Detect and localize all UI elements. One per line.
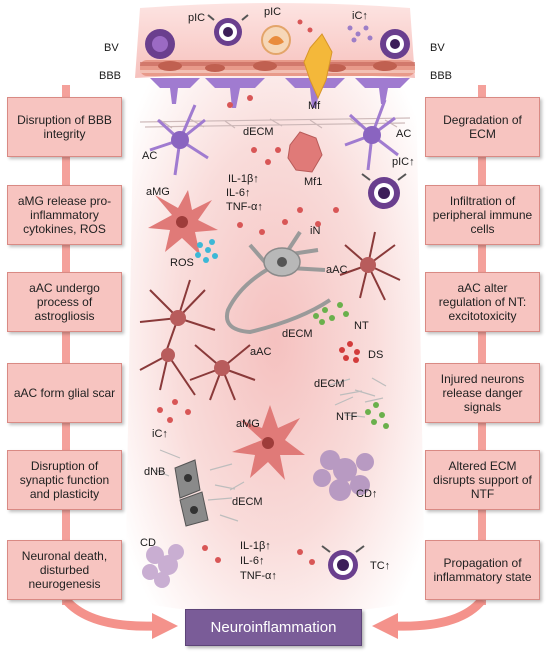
immune-cell-left — [145, 29, 175, 59]
label-decm-top: dECM — [243, 126, 274, 138]
left-arrow-to-neuroinflammation — [62, 596, 156, 631]
label-bbb-left: BBB — [99, 70, 122, 82]
label-ac-left: AC — [142, 150, 158, 162]
label-cytokine-2c: TNF-α↑ — [240, 570, 277, 582]
label-ac-right: AC — [396, 128, 412, 140]
label-pic-1: pIC — [188, 12, 206, 24]
microglia-amg-mid — [232, 405, 305, 480]
label-ros: ROS — [170, 257, 194, 269]
cytokine-dots — [157, 19, 339, 565]
immune-cell-pic-1 — [207, 14, 249, 46]
label-bv-right: BV — [430, 42, 445, 54]
t-cell — [321, 545, 365, 580]
label-mf: Mf — [308, 100, 321, 112]
ntf-dots — [365, 402, 389, 429]
left-box-2: aMG release pro-inflammatory cytokines, … — [7, 185, 122, 245]
label-pic-up: pIC↑ — [392, 156, 415, 168]
transmigrating-macrophage — [303, 33, 333, 100]
ros-dots — [195, 239, 218, 263]
right-arrowhead — [372, 613, 398, 639]
left-arrowhead — [152, 613, 178, 639]
label-cd: CD — [140, 537, 156, 549]
left-box-6: Neuronal death, disturbed neurogenesis — [7, 540, 122, 600]
label-dnb: dNB — [144, 466, 166, 478]
macrophage-in-vessel — [261, 25, 291, 55]
dead-neuron-bodies — [174, 459, 209, 527]
label-ds: DS — [368, 349, 384, 361]
label-amg-top: aMG — [146, 186, 170, 198]
label-in: iN — [310, 225, 321, 237]
injured-neuron — [225, 230, 332, 335]
ic-dots-top — [347, 25, 373, 43]
label-cytokine-1b: IL-6↑ — [226, 187, 251, 199]
right-box-6: Propagation of inflammatory state — [425, 540, 540, 600]
astrocyte-aac-right — [339, 231, 401, 301]
ecm-bottom-patch — [154, 449, 245, 522]
right-arrow-to-neuroinflammation — [394, 597, 486, 631]
right-box-3: aAC alter regulation of NT: excitotoxici… — [425, 272, 540, 332]
label-tc-up: TC↑ — [370, 560, 391, 572]
left-box-3: aAC undergo process of astrogliosis — [7, 272, 122, 332]
label-cytokine-2a: IL-1β↑ — [240, 540, 271, 552]
left-box-1: Disruption of BBB integrity — [7, 97, 122, 157]
right-box-2: Infiltration of peripheral immune cells — [425, 185, 540, 245]
label-cytokine-2b: IL-6↑ — [240, 555, 265, 567]
astrocyte-endfeet — [150, 78, 410, 108]
astrocyte-right — [344, 99, 399, 171]
label-ic-up-top: iC↑ — [352, 10, 368, 22]
label-cytokine-1c: TNF-α↑ — [226, 201, 263, 213]
label-ntf: NTF — [336, 411, 358, 423]
left-connector-bar — [62, 85, 70, 605]
right-connector-bar — [478, 85, 486, 605]
label-amg-mid: aMG — [236, 418, 260, 430]
label-mf1: Mf1 — [304, 176, 323, 188]
right-box-5: Altered ECM disrupts support of NTF — [425, 450, 540, 510]
left-box-5: Disruption of synaptic function and plas… — [7, 450, 122, 510]
nt-dots — [313, 302, 349, 325]
label-bv-left: BV — [104, 42, 119, 54]
macrophage-mf1 — [287, 131, 323, 173]
neuroinflammation-box: Neuroinflammation — [185, 609, 362, 646]
label-ic-up-mid: iC↑ — [152, 428, 168, 440]
label-decm-right: dECM — [314, 378, 345, 390]
immune-cell-pic-up — [361, 173, 407, 209]
astrocyte-left — [149, 104, 209, 176]
label-decm-mid: dECM — [282, 328, 313, 340]
cell-debris-cluster-mid — [313, 450, 374, 501]
label-aac-mid: aAC — [250, 346, 272, 358]
label-decm-bottom: dECM — [232, 496, 263, 508]
microglia-amg-top — [148, 190, 218, 255]
label-cytokine-1a: IL-1β↑ — [228, 173, 259, 185]
right-box-4: Injured neurons release danger signals — [425, 363, 540, 423]
label-aac-right: aAC — [326, 264, 348, 276]
glial-scar-network — [139, 279, 256, 401]
ds-dots — [339, 341, 360, 363]
ecm-right-patch — [329, 377, 387, 418]
right-box-1: Degradation of ECM — [425, 97, 540, 157]
immune-cell-right — [380, 29, 410, 59]
label-cd-up: CD↑ — [356, 488, 378, 500]
label-bbb-right: BBB — [430, 70, 453, 82]
left-box-4: aAC form glial scar — [7, 363, 122, 423]
label-pic-2: pIC — [264, 6, 282, 18]
bbb-band — [140, 60, 415, 76]
label-nt: NT — [354, 320, 369, 332]
cell-debris-cluster-bottom — [142, 544, 184, 588]
